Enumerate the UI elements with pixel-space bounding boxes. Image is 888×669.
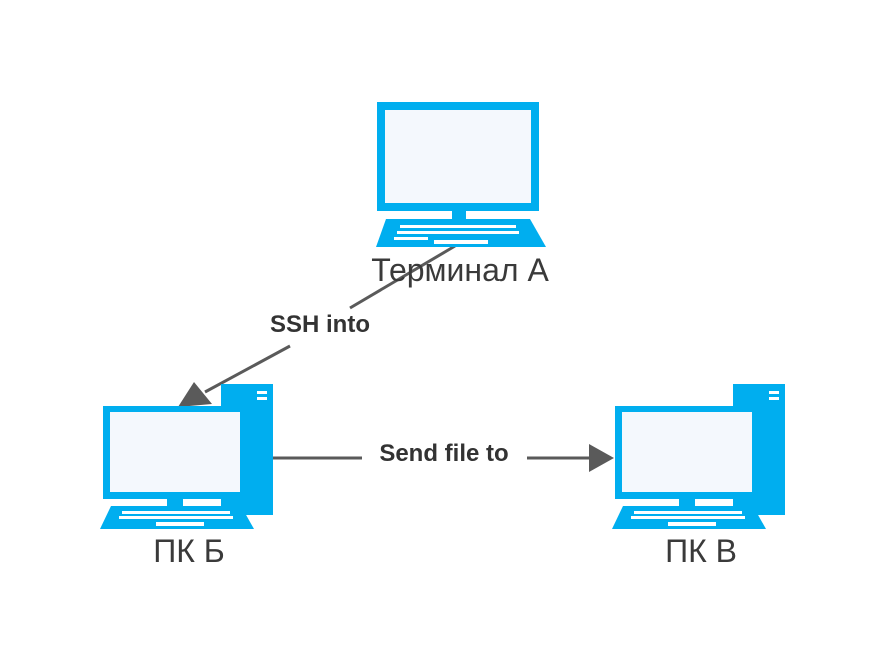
node-pc-b: ПК Б <box>100 384 273 569</box>
edge-send-file: Send file to <box>268 440 614 472</box>
node-pc-b-label: ПК Б <box>153 533 225 569</box>
node-terminal-a: Терминал А <box>371 102 549 288</box>
edge-ssh: SSH into <box>178 244 456 407</box>
node-terminal-a-label: Терминал А <box>371 252 549 288</box>
edge-ssh-line-lower <box>204 344 291 394</box>
edge-ssh-line <box>349 244 456 310</box>
edge-send-label: Send file to <box>379 440 508 467</box>
desktop-computer-icon <box>100 384 273 529</box>
node-pc-v-label: ПК В <box>665 533 737 569</box>
desktop-computer-icon <box>612 384 785 529</box>
edge-send-arrowhead <box>589 444 614 472</box>
edge-ssh-label: SSH into <box>270 311 370 338</box>
edge-ssh-arrowhead <box>178 382 212 407</box>
node-pc-v: ПК В <box>612 384 785 569</box>
laptop-icon <box>376 102 546 247</box>
